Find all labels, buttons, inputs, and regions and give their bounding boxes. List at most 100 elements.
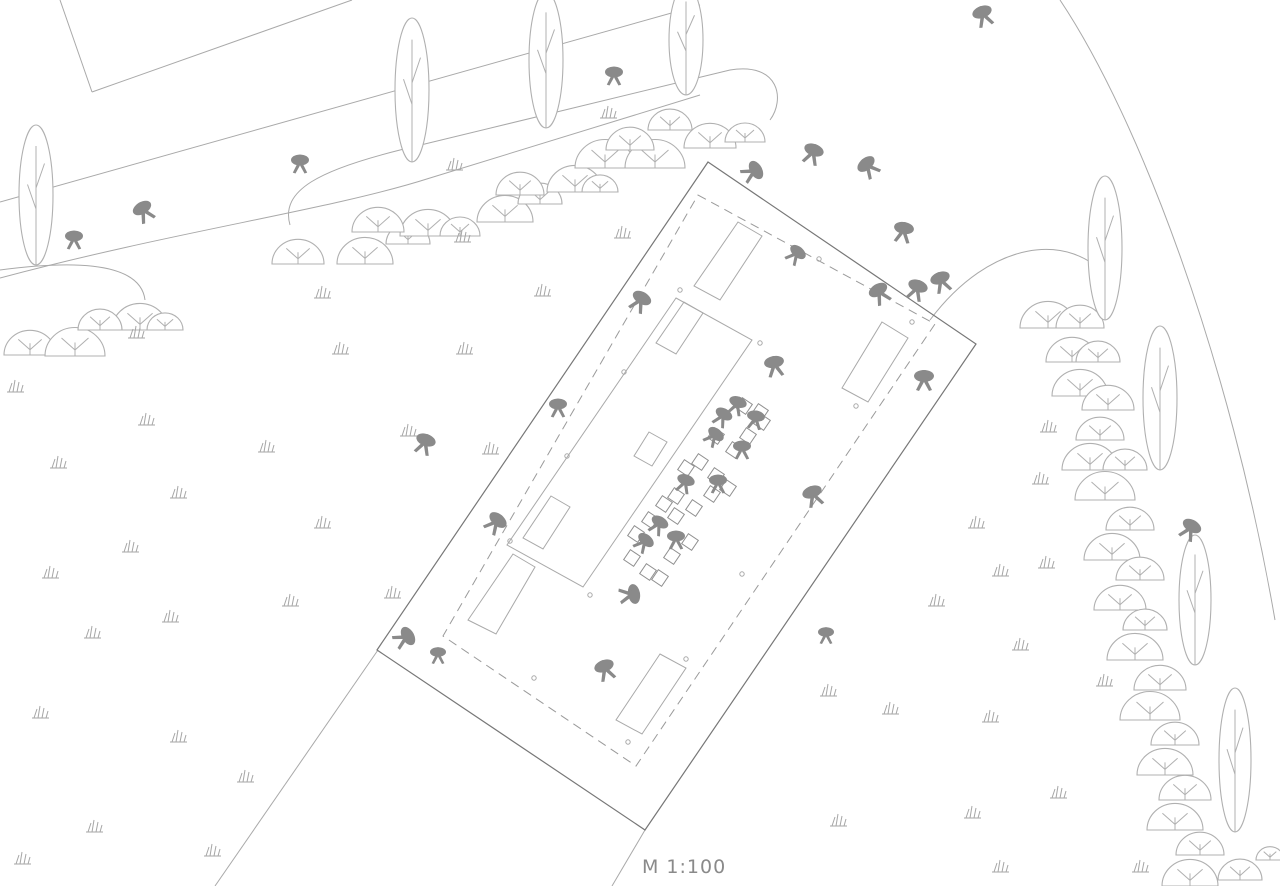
grass-tuft <box>204 843 221 857</box>
shrub <box>1075 340 1121 363</box>
person-figure <box>802 485 825 508</box>
grass-tuft <box>384 585 401 599</box>
tree <box>668 0 704 96</box>
shrub <box>351 206 405 233</box>
shrub <box>1081 384 1135 411</box>
shrub <box>1150 721 1200 746</box>
chair <box>666 486 686 506</box>
shrub <box>1136 747 1194 776</box>
person-figure <box>132 200 156 225</box>
pavilion-platform <box>376 161 977 831</box>
chair <box>718 478 738 498</box>
grass-tuft <box>170 485 187 499</box>
diagonal-path-edge-2 <box>0 94 701 279</box>
bench <box>615 653 687 735</box>
grass-tuft <box>1050 785 1067 799</box>
grass-tuft <box>237 769 254 783</box>
person-figure <box>746 410 765 431</box>
grass-tuft <box>50 455 67 469</box>
shrub <box>336 236 394 265</box>
tree <box>1178 534 1212 666</box>
person-figure <box>702 426 724 449</box>
chair <box>702 484 722 504</box>
person-figure <box>764 355 785 378</box>
person-figure <box>549 398 567 418</box>
shrub <box>724 122 766 143</box>
columnar-trees <box>18 0 1252 833</box>
grass-tuft <box>992 563 1009 577</box>
tree <box>394 17 430 163</box>
grass-tuft <box>1038 555 1055 569</box>
grass-tuft <box>820 683 837 697</box>
tree <box>1218 687 1252 833</box>
grass-tuft <box>454 229 471 243</box>
grass-tuft <box>128 325 145 339</box>
upper-path-left-edge <box>59 0 93 93</box>
bench <box>522 495 571 550</box>
person-figure <box>914 370 934 391</box>
shrub <box>1255 846 1280 861</box>
chair <box>650 568 670 588</box>
person-figure <box>647 515 669 537</box>
bench <box>467 553 536 635</box>
grass-tuft <box>42 565 59 579</box>
right-curve-path <box>1059 0 1276 621</box>
person-figure <box>784 244 806 267</box>
grass-tuft <box>456 341 473 355</box>
shrub <box>1083 532 1141 561</box>
grass-tuft <box>964 805 981 819</box>
grass-tuft <box>1096 673 1113 687</box>
grass-tuft <box>14 851 31 865</box>
shrub <box>581 174 619 193</box>
shrub <box>439 216 481 237</box>
grass-tuft <box>86 819 103 833</box>
person-figure <box>674 474 695 495</box>
chair <box>680 532 700 552</box>
person-figure <box>632 532 654 555</box>
person-figure <box>739 160 764 184</box>
shrub <box>1055 304 1105 329</box>
shrub <box>1074 471 1136 501</box>
person-figure <box>709 474 727 494</box>
hedge-outline-curve <box>288 68 778 226</box>
platform-dashed-boundary <box>442 194 936 767</box>
person-figure <box>291 154 309 174</box>
benches <box>467 221 909 735</box>
grass-tuft <box>1012 637 1029 651</box>
tree <box>18 124 54 266</box>
shrub <box>44 327 106 357</box>
scale-label: M 1:100 <box>642 856 727 878</box>
diagonal-path-edge-1 <box>0 4 701 203</box>
grass-tufts <box>7 105 1149 873</box>
shrub <box>77 308 123 331</box>
upper-path-lower-edge <box>91 0 353 93</box>
grass-tuft <box>7 379 24 393</box>
tree <box>1087 175 1123 321</box>
grass-tuft <box>614 225 631 239</box>
people-figures <box>65 5 1202 682</box>
grass-tuft <box>992 859 1009 873</box>
person-figure <box>818 627 834 644</box>
person-figure <box>413 433 436 456</box>
shrub <box>1161 858 1219 886</box>
shrub <box>1075 416 1125 441</box>
grass-tuft <box>882 701 899 715</box>
person-figure <box>482 512 507 536</box>
person-figure <box>667 530 685 550</box>
grass-tuft <box>534 283 551 297</box>
grass-tuft <box>314 285 331 299</box>
person-figure <box>628 290 652 315</box>
person-figure <box>391 626 416 650</box>
person-figure <box>605 66 623 86</box>
person-figure <box>857 156 882 180</box>
grass-tuft <box>282 593 299 607</box>
person-figure <box>972 5 995 28</box>
shrub-clusters <box>3 108 1280 886</box>
grass-tuft <box>170 729 187 743</box>
shrub <box>647 108 693 131</box>
grass-tuft <box>600 105 617 119</box>
chair <box>676 458 696 478</box>
grass-tuft <box>482 441 499 455</box>
